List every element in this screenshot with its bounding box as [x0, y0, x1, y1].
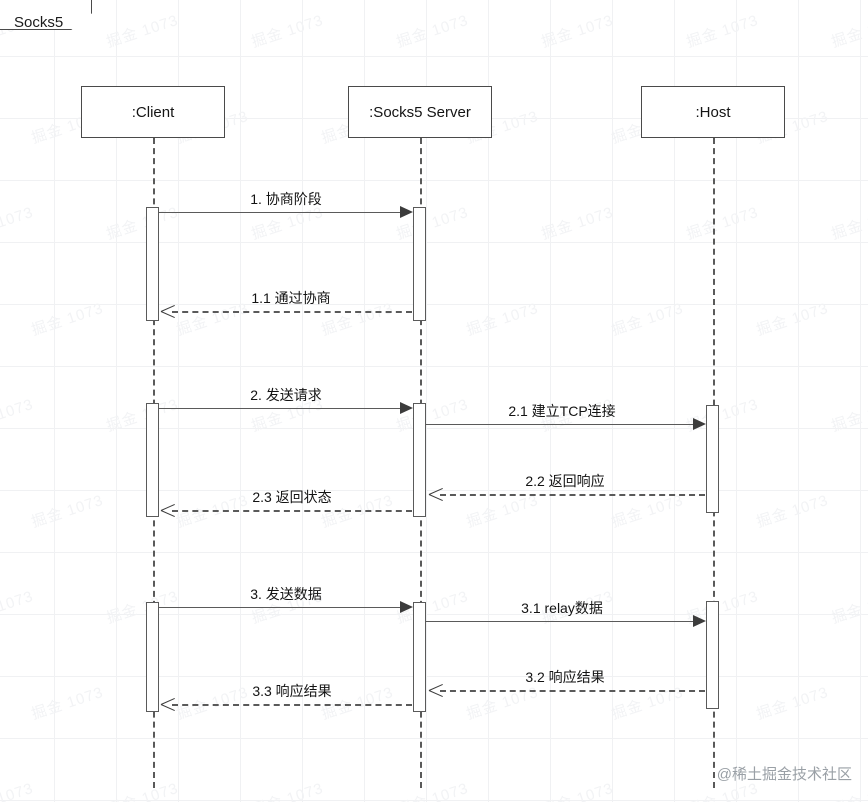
background-watermark-tile: 掘金 1073: [754, 683, 831, 724]
participant-socks5-server[interactable]: :Socks5 Server: [348, 86, 492, 138]
participant-host[interactable]: :Host: [641, 86, 785, 138]
background-watermark-tile: 掘金 1073: [29, 491, 106, 532]
arrowhead-message-2: [400, 402, 413, 414]
background-watermark-tile: 掘金 1073: [104, 395, 181, 436]
arrowhead-message-3-1: [693, 615, 706, 627]
message-line-2-2: [440, 494, 705, 496]
background-watermark-tile: 掘金 1073: [249, 779, 326, 802]
message-line-1: [159, 212, 406, 213]
activation-host-relay: [706, 601, 719, 709]
message-label-2-3: 2.3 返回状态: [252, 489, 332, 505]
message-label-1-1: 1.1 通过协商: [251, 290, 331, 306]
activation-client-negotiation: [146, 207, 159, 321]
participant-socks5-server-label: :Socks5 Server: [369, 103, 471, 121]
background-watermark-tile: 掘金 1073: [829, 587, 868, 628]
background-watermark-tile: 掘金 1073: [174, 299, 251, 340]
frame-label-tab: [0, 0, 92, 30]
background-watermark-tile: 掘金 1073: [829, 203, 868, 244]
background-watermark-tile: 掘金 1073: [0, 203, 36, 243]
arrowhead-message-2-3: [161, 502, 176, 518]
activation-client-data: [146, 602, 159, 712]
background-watermark-tile: 掘金 1073: [0, 395, 36, 435]
background-watermark-tile: 掘金 1073: [0, 587, 36, 627]
message-line-2-3: [172, 510, 412, 512]
background-watermark-tile: 掘金 1073: [609, 683, 686, 724]
arrowhead-message-3-3: [161, 696, 176, 712]
arrowhead-message-2-2: [429, 486, 444, 502]
background-watermark-tile: 掘金 1073: [539, 203, 616, 244]
arrowhead-message-1-1: [161, 303, 176, 319]
activation-server-request: [413, 403, 426, 517]
watermark-text: @稀土掘金技术社区: [716, 766, 852, 783]
background-watermark-tile: 掘金 1073: [0, 779, 36, 802]
background-watermark-tile: 掘金 1073: [104, 203, 181, 244]
background-watermark-tile: 掘金 1073: [104, 11, 181, 52]
background-watermark-tile: 掘金 1073: [829, 395, 868, 436]
background-watermark-tile: 掘金 1073: [464, 299, 541, 340]
message-label-1: 1. 协商阶段: [250, 191, 322, 207]
message-line-3-2: [440, 690, 705, 692]
participant-host-label: :Host: [695, 103, 731, 121]
arrowhead-message-1: [400, 206, 413, 218]
message-line-2: [159, 408, 406, 409]
background-watermark-tile: 掘金 1073: [464, 683, 541, 724]
activation-client-request: [146, 403, 159, 517]
activation-server-data: [413, 602, 426, 712]
message-label-2-1: 2.1 建立TCP连接: [508, 403, 616, 419]
participant-client-label: :Client: [131, 103, 175, 121]
message-line-3-3: [172, 704, 412, 706]
background-watermark-tile: 掘金 1073: [609, 299, 686, 340]
background-watermark-tile: 掘金 1073: [174, 683, 251, 724]
background-watermark-tile: 掘金 1073: [394, 11, 471, 52]
message-label-3: 3. 发送数据: [250, 586, 322, 602]
background-watermark-tile: 掘金 1073: [29, 683, 106, 724]
activation-server-negotiation: [413, 207, 426, 321]
frame-label-text: Socks5: [14, 14, 64, 31]
background-watermark-tile: 掘金 1073: [754, 299, 831, 340]
participant-client[interactable]: :Client: [81, 86, 225, 138]
arrowhead-message-3-2: [429, 682, 444, 698]
message-label-3-3: 3.3 响应结果: [252, 683, 332, 699]
background-watermark-tile: 掘金 1073: [249, 11, 326, 52]
background-watermark-tile: 掘金 1073: [684, 203, 761, 244]
arrowhead-message-2-1: [693, 418, 706, 430]
background-watermark-tile: 掘金 1073: [539, 11, 616, 52]
background-watermark-tile: 掘金 1073: [684, 11, 761, 52]
activation-host-tcp: [706, 405, 719, 513]
background-watermark-tile: 掘金 1073: [539, 779, 616, 802]
message-label-3-1: 3.1 relay数据: [521, 600, 603, 616]
background-watermark-tile: 掘金 1073: [754, 491, 831, 532]
message-line-2-1: [426, 424, 699, 425]
background-watermark-tile: 掘金 1073: [29, 299, 106, 340]
background-watermark-tile: 掘金 1073: [394, 779, 471, 802]
message-label-3-2: 3.2 响应结果: [525, 669, 605, 685]
message-line-3: [159, 607, 406, 608]
message-label-2-2: 2.2 返回响应: [525, 473, 605, 489]
background-watermark-tile: 掘金 1073: [829, 11, 868, 52]
message-line-1-1: [172, 311, 412, 313]
message-line-3-1: [426, 621, 699, 622]
message-label-2: 2. 发送请求: [250, 387, 322, 403]
arrowhead-message-3: [400, 601, 413, 613]
background-watermark-tile: 掘金 1073: [104, 779, 181, 802]
background-watermark-tile: 掘金 1073: [394, 395, 471, 436]
